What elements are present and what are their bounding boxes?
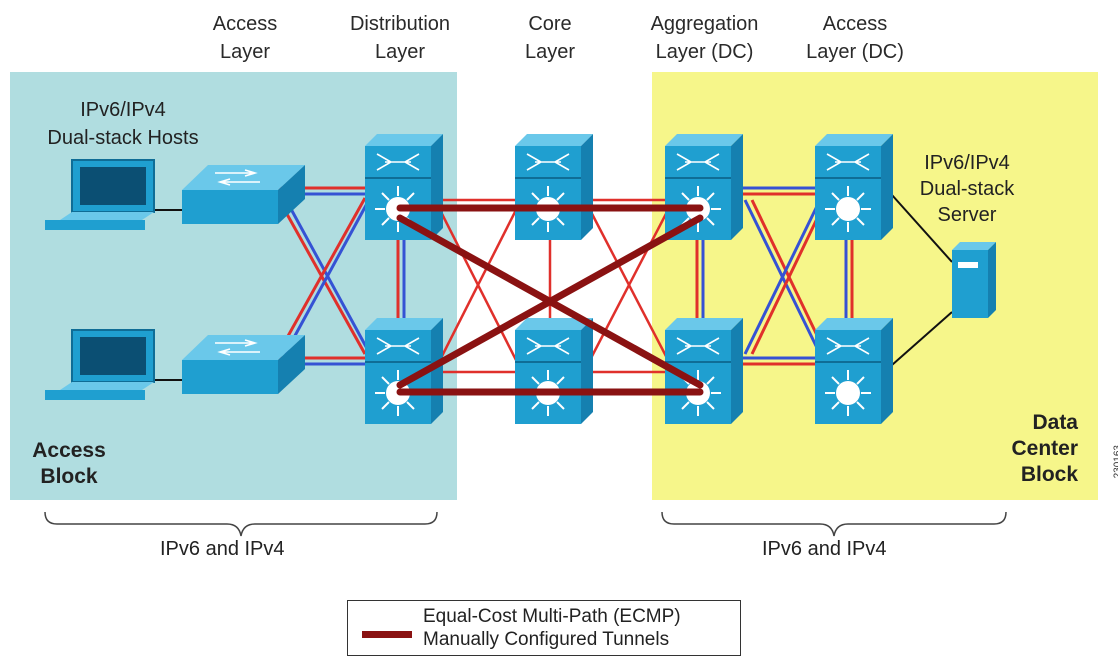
left-brace — [44, 511, 438, 537]
laptop-icon-top — [45, 159, 155, 230]
legend: Equal-Cost Multi-Path (ECMP) Manually Co… — [347, 600, 741, 656]
core-switch-bottom — [514, 317, 594, 425]
dc-links — [740, 186, 854, 366]
right-brace — [661, 511, 1007, 537]
dc-access-switch-bottom — [814, 317, 894, 425]
server-links — [891, 194, 953, 366]
legend-text: Equal-Cost Multi-Path (ECMP) Manually Co… — [423, 606, 681, 650]
figure-id: 230163 — [1112, 445, 1118, 479]
access-switch-bottom — [182, 335, 305, 394]
laptop-icon-bottom — [45, 329, 155, 400]
access-switch-top — [182, 165, 305, 224]
dc-access-switch-top — [814, 133, 894, 241]
aggregation-switch-top — [664, 133, 744, 241]
server-icon — [952, 242, 996, 318]
tunnel-legend-swatch — [362, 631, 412, 638]
left-brace-label: IPv6 and IPv4 — [160, 538, 285, 560]
ecmp-tunnels — [396, 204, 704, 396]
right-brace-label: IPv6 and IPv4 — [762, 538, 887, 560]
core-links — [438, 198, 670, 374]
core-switch-top — [514, 133, 594, 241]
distribution-vertical-links — [396, 240, 705, 320]
